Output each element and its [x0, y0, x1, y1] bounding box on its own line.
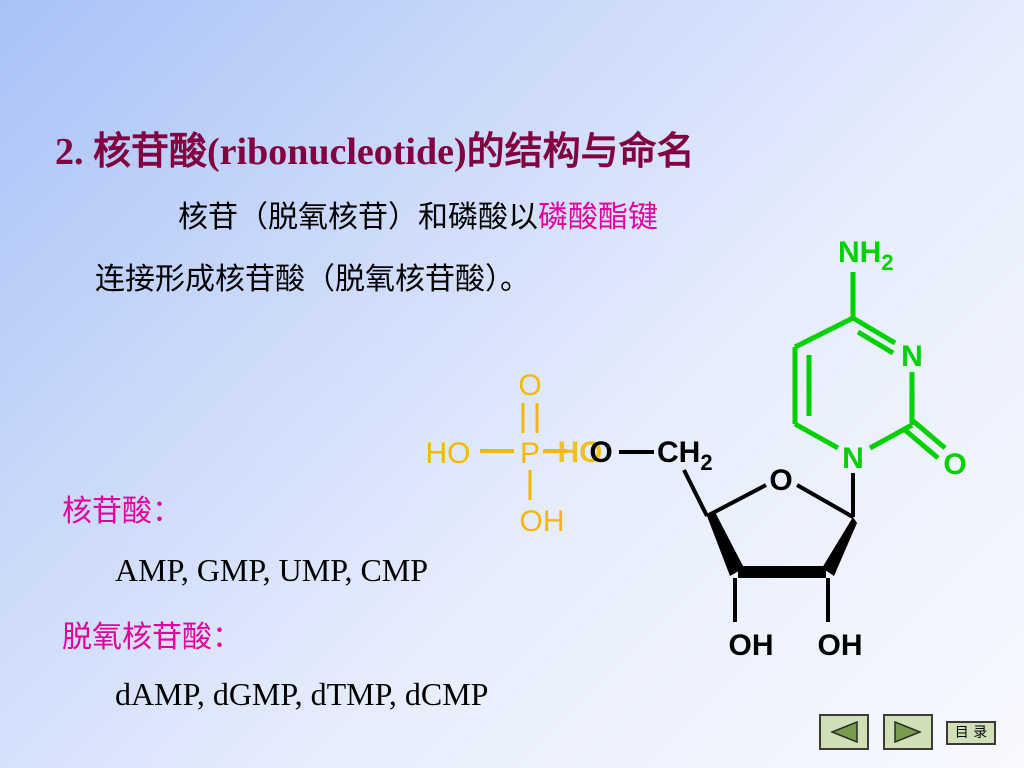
c2-n1-bond — [868, 422, 914, 451]
slide-title: 2. 核苷酸(ribonucleotide)的结构与命名 — [55, 131, 695, 173]
c5-c4-bond — [793, 315, 855, 350]
triangle-right-icon — [894, 720, 923, 744]
o5-prime-atom: O — [589, 436, 612, 469]
previous-slide-button[interactable] — [819, 714, 869, 750]
c2-c1-wedge-bond — [822, 517, 857, 576]
intro-line-2: 连接形成核苷酸（脱氧核苷酸）。 — [95, 262, 530, 297]
amino-group: NH2 — [838, 236, 894, 275]
cytosine-base: NH2 N N O — [792, 236, 967, 517]
c4-o-ring-bond — [706, 483, 767, 518]
deoxyribonucleotide-label: 脱氧核苷酸： — [62, 620, 242, 655]
phosphorus-atom: P — [520, 437, 540, 470]
triangle-left-icon — [829, 720, 858, 744]
c2-hydroxyl: OH — [818, 629, 863, 662]
c4-n3-double-bond — [856, 329, 895, 356]
c4-c3-wedge-bond — [707, 512, 744, 576]
n1-atom: N — [842, 442, 864, 475]
c2-o-double-bond-a — [910, 418, 947, 450]
ribose-sugar: O CH2 O OH OH — [589, 436, 862, 662]
ribonucleotide-label: 核苷酸： — [62, 494, 182, 529]
ch2-c4-bond — [682, 469, 709, 517]
next-slide-button[interactable] — [883, 714, 933, 750]
c4-n3-bond — [851, 315, 897, 346]
intro-line-1-text: 核苷（脱氧核苷）和磷酸以 — [178, 200, 538, 235]
ring-oxygen-atom: O — [769, 464, 792, 497]
c2-o-double-bond-b — [903, 428, 940, 460]
c3-c2-bold-bond — [738, 566, 826, 578]
intro-line-1: 核苷（脱氧核苷）和磷酸以磷酸酯键 — [178, 192, 658, 236]
c3-hydroxyl: OH — [729, 629, 774, 662]
phosphate-ho-left: HO — [426, 437, 471, 470]
phosphate-ho-overlap: HO — [558, 436, 603, 469]
n3-atom: N — [901, 340, 923, 373]
ribonucleotide-list: AMP, GMP, UMP, CMP — [115, 552, 429, 588]
table-of-contents-button[interactable]: 目 录 — [946, 721, 996, 745]
deoxyribonucleotide-list: dAMP, dGMP, dTMP, dCMP — [115, 676, 489, 712]
phosphate-o-top: O — [518, 369, 541, 402]
o-ring-c1-bond — [796, 483, 854, 519]
phosphate-oh-bottom: OH — [520, 505, 565, 538]
phosphoester-bond-highlight: 磷酸酯键 — [538, 200, 658, 235]
n1-c6-bond — [793, 421, 840, 451]
phosphate-group: O HO P OH HO — [426, 369, 603, 538]
carbonyl-oxygen: O — [943, 448, 966, 481]
ch2-group: CH2 — [657, 436, 713, 475]
